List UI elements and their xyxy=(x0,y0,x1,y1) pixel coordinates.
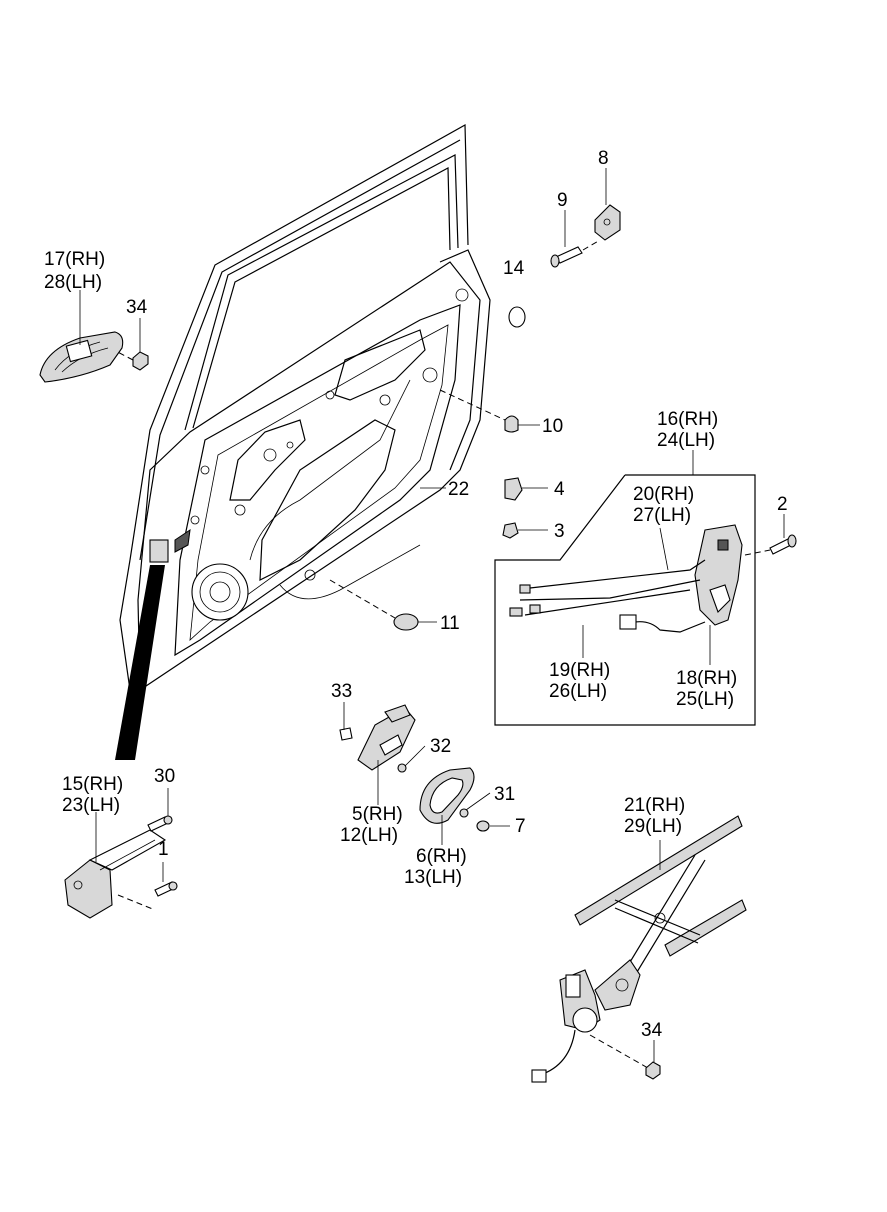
callout-21-rh: 21(RH) xyxy=(624,795,685,816)
callout-17-28: 17(RH) 28(LH) xyxy=(44,249,109,293)
callout-29-lh: 29(LH) xyxy=(624,816,682,837)
callout-11: 11 xyxy=(440,613,460,634)
callout-34-bottom: 34 xyxy=(641,1020,663,1041)
callout-15-rh: 15(RH) xyxy=(62,774,123,795)
callout-5-12: 5(RH) 12(LH) xyxy=(340,804,407,846)
callout-20-27: 20(RH) 27(LH) xyxy=(633,484,698,526)
clip-part-4 xyxy=(504,477,523,501)
callout-4: 4 xyxy=(554,479,565,500)
callout-18-25: 18(RH) 25(LH) xyxy=(676,668,741,710)
hinge-drawing xyxy=(64,815,178,919)
callout-8: 8 xyxy=(598,148,609,169)
callout-25-lh: 25(LH) xyxy=(676,689,734,710)
callout-3: 3 xyxy=(554,521,565,542)
door-panel-drawing xyxy=(115,123,491,760)
callout-7: 7 xyxy=(515,816,526,837)
callout-6-rh: 6(RH) xyxy=(416,846,467,867)
clip-part-3 xyxy=(502,522,519,539)
window-regulator-drawing xyxy=(531,815,747,1083)
callout-13-lh: 13(LH) xyxy=(404,867,462,888)
plug-part-14 xyxy=(508,306,526,328)
outside-handle-drawing xyxy=(39,331,124,383)
callout-32: 32 xyxy=(430,736,451,757)
grommet-part-10 xyxy=(439,389,519,433)
plug-part-11 xyxy=(329,579,419,631)
leader-lines xyxy=(79,168,785,1062)
callout-19-rh: 19(RH) xyxy=(549,660,610,681)
callout-2: 2 xyxy=(777,494,788,515)
callout-16-rh: 16(RH) xyxy=(657,409,718,430)
callout-9: 9 xyxy=(557,190,568,211)
callout-28-lh: 28(LH) xyxy=(44,272,102,293)
callout-6-13: 6(RH) 13(LH) xyxy=(404,846,471,888)
bolt-part-9 xyxy=(550,239,601,268)
callout-30: 30 xyxy=(154,766,175,787)
callout-26-lh: 26(LH) xyxy=(549,681,607,702)
callout-18-rh: 18(RH) xyxy=(676,668,737,689)
bolt-part-2 xyxy=(744,534,797,556)
bracket-part-8 xyxy=(594,204,621,241)
callout-1: 1 xyxy=(158,839,169,860)
callout-33: 33 xyxy=(331,681,352,702)
callout-15-23: 15(RH) 23(LH) xyxy=(62,774,127,816)
callout-19-26: 19(RH) 26(LH) xyxy=(549,660,614,702)
callout-27-lh: 27(LH) xyxy=(633,505,691,526)
callout-24-lh: 24(LH) xyxy=(657,430,715,451)
callout-14: 14 xyxy=(503,258,525,279)
inside-handle-drawing xyxy=(339,704,490,832)
callout-31: 31 xyxy=(494,784,515,805)
door-lock-assembly-box xyxy=(494,474,756,726)
callout-22: 22 xyxy=(448,479,469,500)
callout-21-29: 21(RH) 29(LH) xyxy=(624,795,689,837)
callout-16-24: 16(RH) 24(LH) xyxy=(657,409,722,451)
callout-17-rh: 17(RH) xyxy=(44,249,105,270)
callout-20-rh: 20(RH) xyxy=(633,484,694,505)
callout-23-lh: 23(LH) xyxy=(62,795,120,816)
callout-34-top: 34 xyxy=(126,297,148,318)
callout-5-rh: 5(RH) xyxy=(352,804,403,825)
callout-10: 10 xyxy=(542,416,563,437)
callout-12-lh: 12(LH) xyxy=(340,825,398,846)
